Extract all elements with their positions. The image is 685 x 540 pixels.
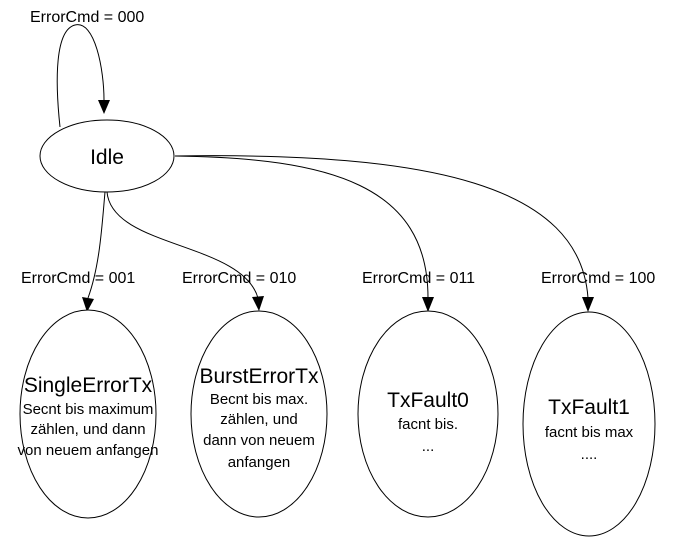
edge-idle-fault0 — [174, 155, 429, 299]
state-burst-desc-3: dann von neuem — [203, 432, 315, 449]
arrowhead-burst — [252, 296, 264, 311]
edge-label-single: ErrorCmd = 001 — [21, 270, 135, 287]
arrowhead-fault1 — [582, 297, 594, 312]
edge-label-fault0: ErrorCmd = 011 — [362, 270, 475, 287]
state-burst-ellipse — [190, 310, 328, 518]
arrowhead-single — [82, 297, 94, 312]
edge-idle-self — [56, 24, 105, 128]
arrowhead-fault0 — [422, 297, 434, 312]
state-idle-ellipse — [39, 119, 175, 193]
state-single-desc-3: von neuem anfangen — [18, 442, 159, 459]
state-single-desc-1: Secnt bis maximum — [23, 401, 154, 418]
state-burst-desc-2: zählen, und — [220, 411, 298, 428]
state-fault1-title: TxFault1 — [548, 396, 630, 419]
state-single-desc-2: zählen, und dann — [30, 421, 145, 438]
edge-idle-burst — [106, 191, 259, 299]
state-single-ellipse — [19, 309, 157, 519]
arrowhead-idle-self — [98, 100, 110, 114]
edge-idle-single — [87, 191, 106, 299]
state-burst-title: BurstErrorTx — [199, 365, 319, 388]
state-fault0-desc-1: facnt bis. — [398, 416, 458, 433]
state-fault0-ellipse — [357, 310, 499, 518]
edge-label-burst: ErrorCmd = 010 — [182, 270, 296, 287]
state-fault1-ellipse — [522, 311, 656, 537]
state-fault1-desc-1: facnt bis max — [545, 424, 634, 441]
edge-idle-fault1 — [174, 155, 589, 299]
edge-label-self: ErrorCmd = 000 — [30, 9, 144, 26]
state-fault0-title: TxFault0 — [387, 389, 469, 412]
edge-label-fault1: ErrorCmd = 100 — [541, 270, 655, 287]
state-burst-desc-1: Becnt bis max. — [210, 391, 308, 408]
state-fault1-desc-2: .... — [581, 446, 598, 463]
state-burst-desc-4: anfangen — [228, 454, 291, 471]
state-fault0-desc-2: ... — [422, 438, 435, 455]
state-single-title: SingleErrorTx — [24, 374, 153, 397]
state-idle-title: Idle — [90, 146, 124, 169]
